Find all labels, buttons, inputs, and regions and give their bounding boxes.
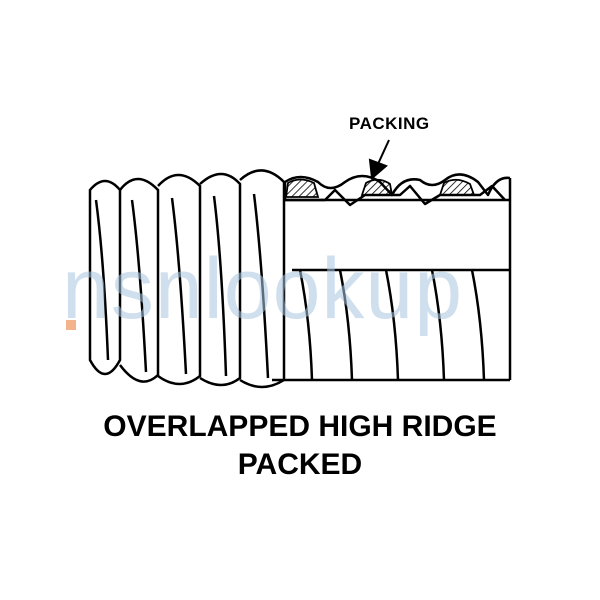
watermark-text: nsnlookup xyxy=(62,241,464,337)
caption-line-1: OVERLAPPED HIGH RIDGE xyxy=(103,410,497,443)
lower-ribs xyxy=(298,269,486,381)
callout-arrow xyxy=(368,139,390,180)
coil-loops xyxy=(88,169,286,389)
packing-callout-label: PACKING xyxy=(349,114,430,133)
diagram-caption: OVERLAPPED HIGH RIDGE PACKED xyxy=(0,408,600,484)
packing-blocks xyxy=(284,178,476,198)
corrugation-profile xyxy=(283,173,511,207)
watermark-accent xyxy=(66,320,76,330)
caption-line-2: PACKED xyxy=(237,448,363,481)
